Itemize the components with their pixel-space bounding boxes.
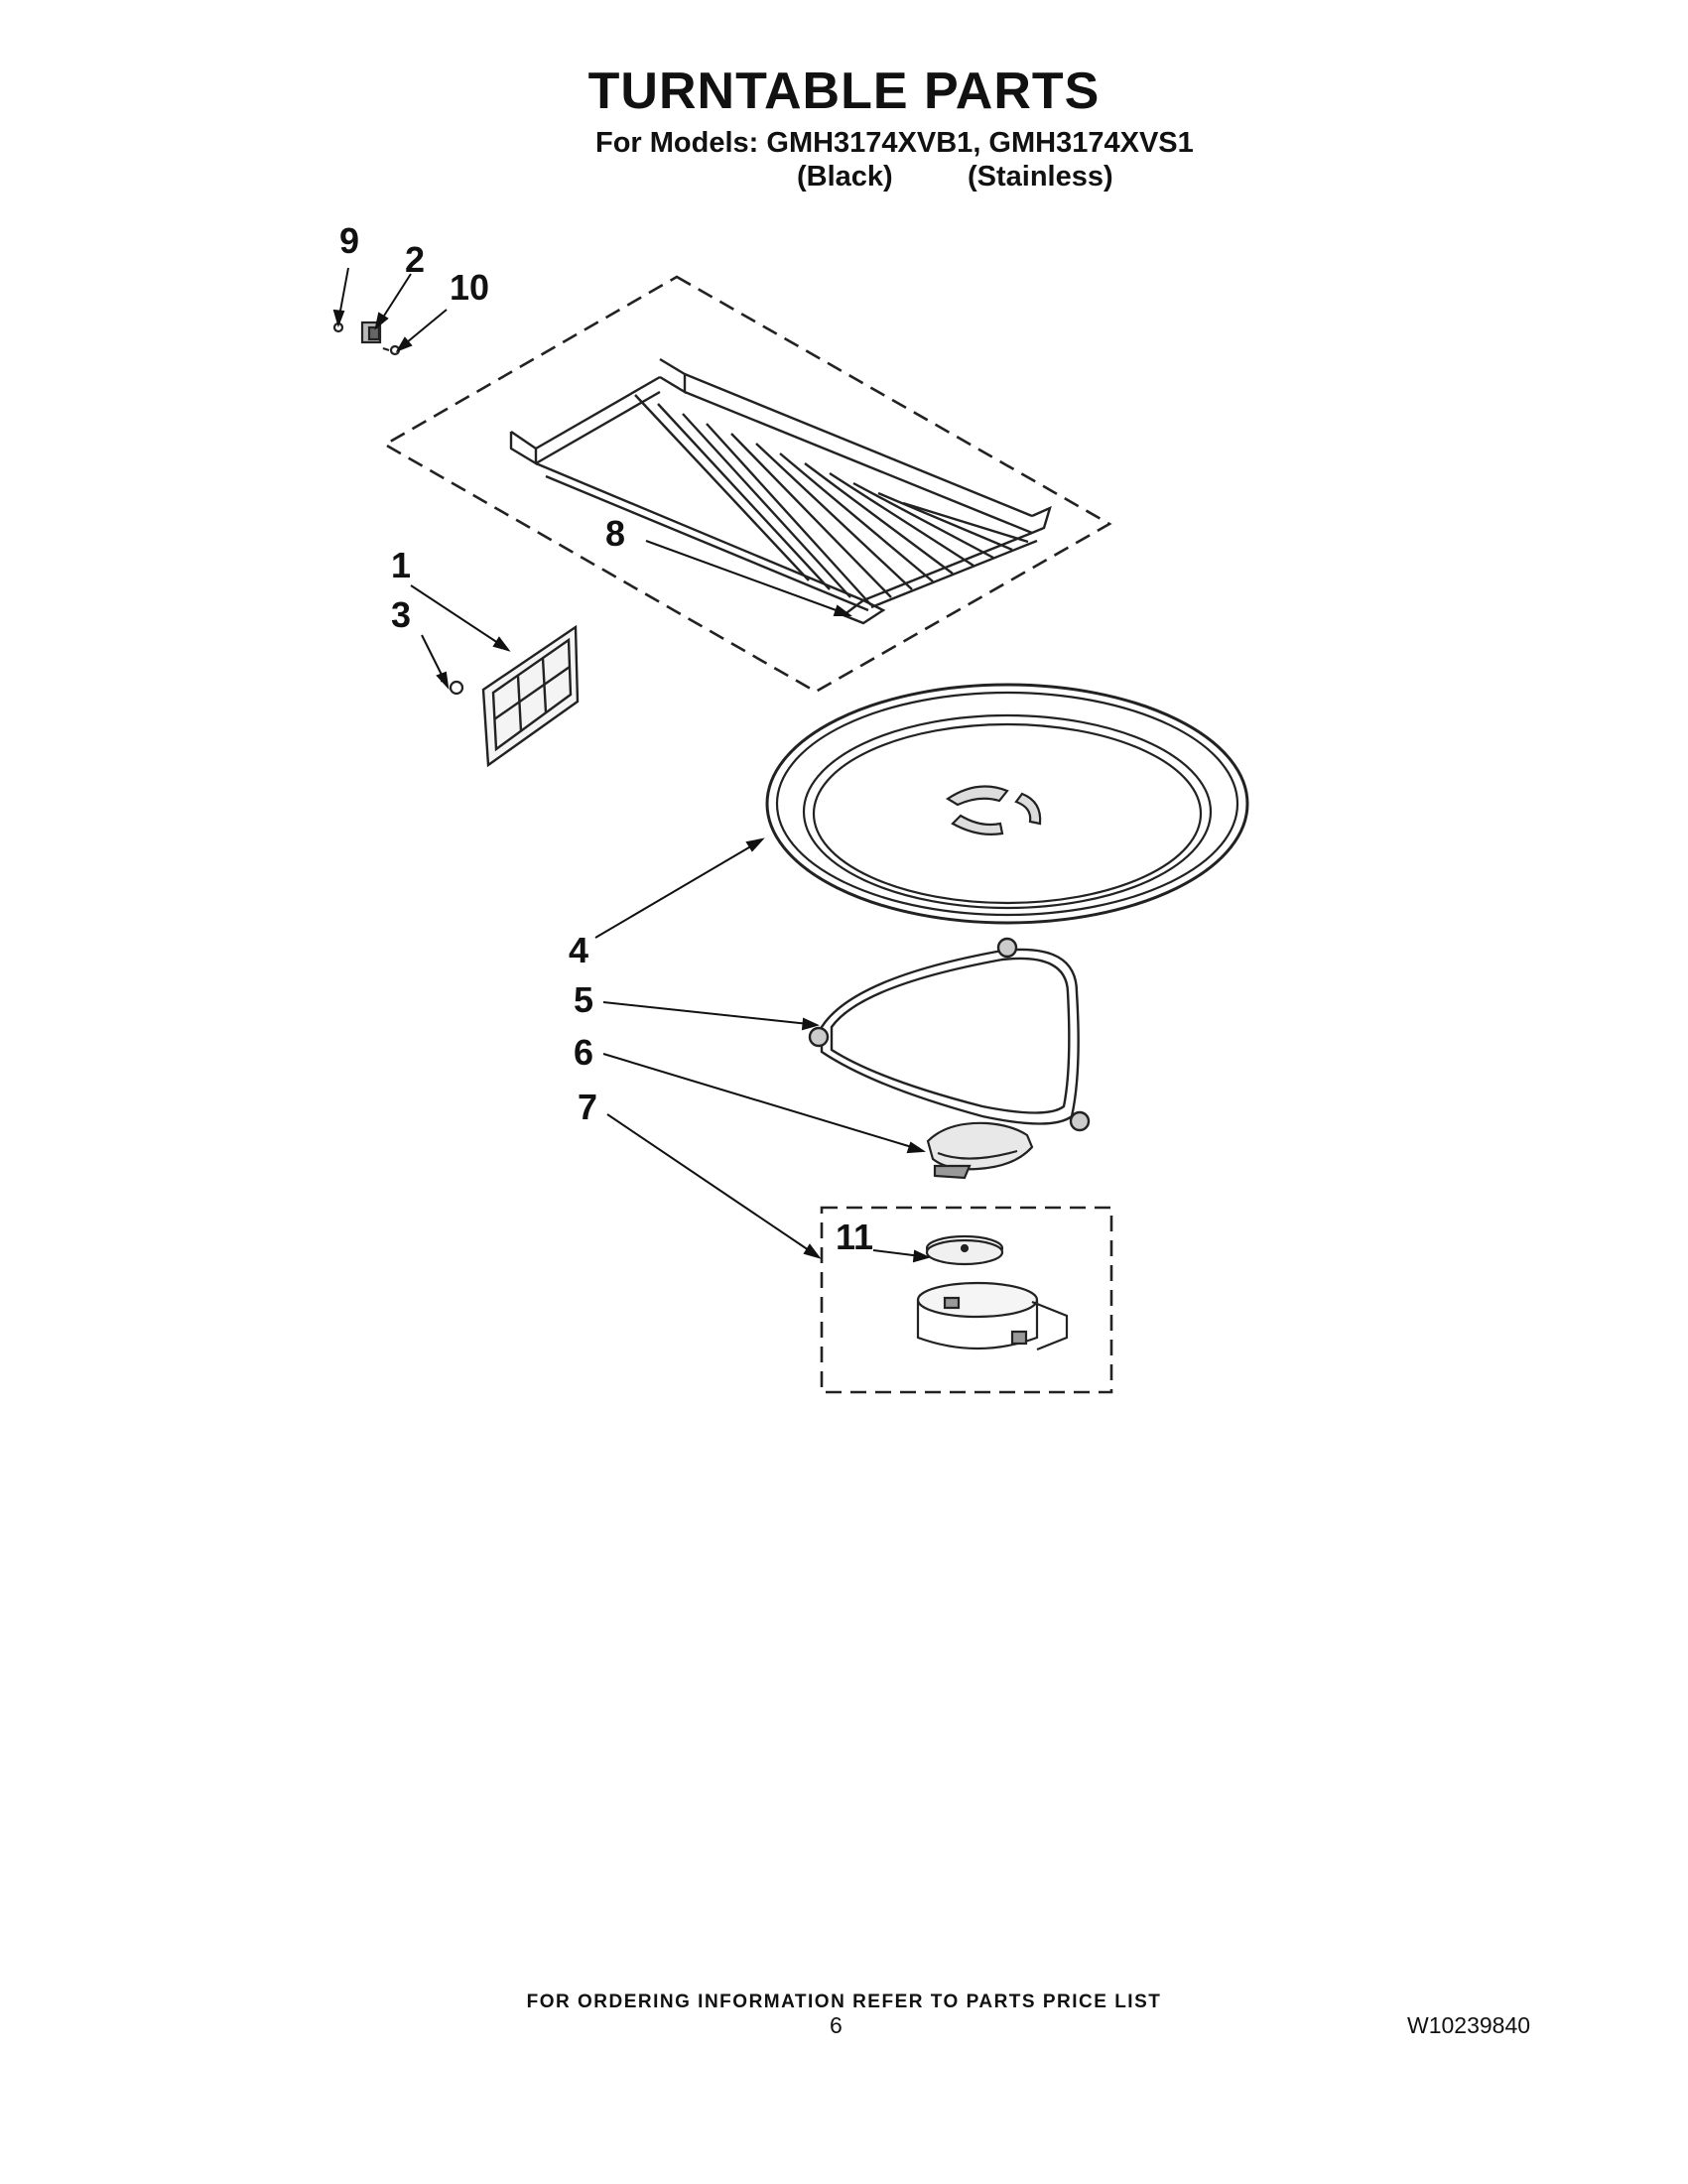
callout-5: 5 xyxy=(574,979,594,1020)
wire-rack xyxy=(509,357,1052,625)
callout-8: 8 xyxy=(605,513,626,554)
page-number: 6 xyxy=(830,2012,843,2038)
callout-2: 2 xyxy=(405,239,426,280)
callout-9: 9 xyxy=(339,220,360,261)
callout-6: 6 xyxy=(574,1032,594,1073)
turntable-motor xyxy=(916,1281,1069,1351)
callout-1: 1 xyxy=(391,545,412,585)
callout-3: 3 xyxy=(391,594,412,635)
screw-part-10 xyxy=(382,344,401,356)
callout-11: 11 xyxy=(836,1217,874,1257)
document-number: W10239840 xyxy=(1407,2012,1531,2038)
hub-disk xyxy=(925,1234,1004,1266)
leader-lines xyxy=(332,267,931,1263)
coupler xyxy=(926,1121,1034,1180)
rack-group-outline xyxy=(382,275,1112,694)
callout-7: 7 xyxy=(578,1087,598,1127)
motor-group-outline xyxy=(820,1206,1113,1394)
page-title: TURNTABLE PARTS xyxy=(587,63,1101,120)
callout-10: 10 xyxy=(450,267,490,308)
roller-ring xyxy=(808,937,1091,1132)
variant-stainless-label: (Stainless) xyxy=(968,161,1113,193)
variant-black-label: (Black) xyxy=(797,161,893,193)
models-line: For Models: GMH3174XVB1, GMH3174XVS1 xyxy=(595,127,1194,159)
turntable-tray xyxy=(765,683,1249,925)
grease-filter xyxy=(481,624,580,768)
ordering-note: FOR ORDERING INFORMATION REFER TO PARTS … xyxy=(526,1991,1162,2012)
callout-4: 4 xyxy=(569,930,589,970)
